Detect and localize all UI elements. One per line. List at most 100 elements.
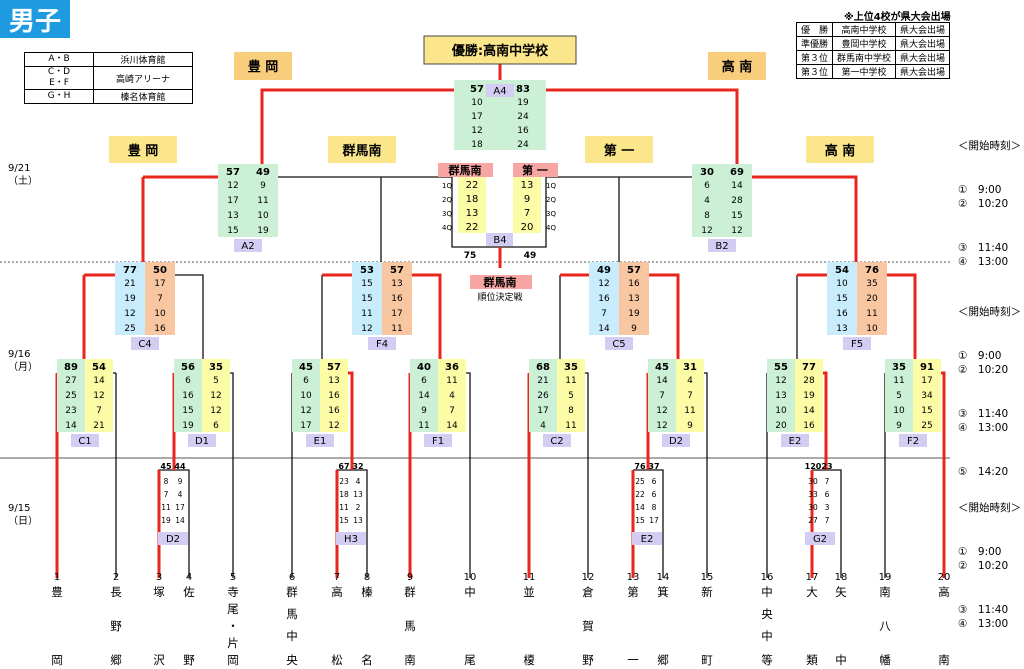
quarter-score-left: 13 bbox=[227, 211, 238, 221]
score-col-right bbox=[85, 359, 113, 432]
match-id-badge bbox=[805, 532, 835, 545]
team-name-char: 賀 bbox=[582, 619, 594, 633]
quarter-score-left: 19 bbox=[182, 421, 194, 431]
quarter-score-right: 7 bbox=[96, 406, 102, 416]
quarter-score-right: 13 bbox=[353, 490, 363, 499]
score-col-right bbox=[202, 359, 230, 432]
score-col-right bbox=[857, 262, 887, 335]
quarter-score-left: 15 bbox=[361, 279, 372, 289]
quarter-score-left: 14 bbox=[656, 376, 668, 386]
third-place-header-left bbox=[438, 163, 493, 177]
team-name-char: 矢 bbox=[835, 585, 847, 599]
quarter-label: 1Q bbox=[442, 182, 452, 190]
third-place-total-right: 49 bbox=[524, 251, 537, 261]
score-col-left bbox=[827, 262, 857, 335]
team-number: 2 bbox=[113, 572, 119, 583]
quarter-score-left: 15 bbox=[227, 226, 238, 236]
quarter-score-left: 15 bbox=[339, 516, 349, 525]
quarter-score-left: 7 bbox=[659, 391, 665, 401]
team-number: 17 bbox=[806, 572, 819, 583]
quarter-score-right: 16 bbox=[628, 279, 640, 289]
score-col-right bbox=[320, 359, 348, 432]
bracket-line bbox=[812, 469, 842, 578]
quarter-score-right: 9 bbox=[178, 477, 183, 486]
team-number: 11 bbox=[523, 572, 536, 583]
quarter-score-right: 19 bbox=[628, 309, 640, 319]
quarter-score-right: 17 bbox=[649, 516, 659, 525]
match-id-badge bbox=[188, 434, 216, 447]
score-total-right: 35 bbox=[209, 362, 223, 373]
quarter-score-right: 6 bbox=[825, 490, 830, 499]
score-col-right bbox=[913, 359, 941, 432]
quarter-score-left: 17 bbox=[227, 196, 238, 206]
quarter-score-right: 6 bbox=[213, 421, 219, 431]
team-name-char: 幡 bbox=[879, 653, 891, 667]
quarter-score-left: 13 bbox=[466, 208, 479, 219]
match-id: E1 bbox=[314, 436, 327, 447]
quarter-score-right: 12 bbox=[328, 421, 339, 431]
team-name-char: 南 bbox=[404, 653, 416, 667]
score-total-right: 83 bbox=[516, 84, 530, 95]
quarter-label: 2Q bbox=[546, 196, 556, 204]
team-name-char: 佐 bbox=[183, 585, 195, 599]
quarter-score-left: 14 bbox=[598, 324, 610, 334]
team-number: 20 bbox=[938, 572, 951, 583]
team-name-char: 中 bbox=[464, 585, 476, 599]
quarter-score-left: 18 bbox=[471, 140, 483, 150]
match-id: C1 bbox=[78, 436, 91, 447]
match-id-badge bbox=[899, 434, 927, 447]
match-id-badge bbox=[605, 337, 633, 350]
match-id: D1 bbox=[195, 436, 209, 447]
score-total-left: 30 bbox=[700, 167, 714, 178]
schedule-title: ＜開始時刻＞ bbox=[958, 140, 1021, 152]
score-col-left bbox=[352, 262, 382, 335]
quarter-score-right: 24 bbox=[517, 140, 529, 150]
third-place-col-left bbox=[458, 177, 486, 233]
quarter-label: 2Q bbox=[442, 196, 452, 204]
quarter-score-right: 28 bbox=[731, 196, 743, 206]
quarter-score-right: 9 bbox=[687, 421, 693, 431]
score-total-left: 45 bbox=[655, 362, 669, 373]
team-number: 18 bbox=[835, 572, 848, 583]
schedule-title: ＜開始時刻＞ bbox=[958, 502, 1021, 514]
team-number: 5 bbox=[230, 572, 236, 583]
score-col-left bbox=[529, 359, 557, 432]
team-number: 8 bbox=[364, 572, 370, 583]
score-col-right bbox=[795, 359, 823, 432]
team-number: 3 bbox=[156, 572, 162, 583]
quarter-score-left: 12 bbox=[656, 421, 667, 431]
team-name-char: 中 bbox=[835, 653, 847, 667]
quarter-score-left: 17 bbox=[537, 406, 548, 416]
team-name-char: 八 bbox=[879, 619, 891, 633]
match-id: C4 bbox=[138, 339, 151, 350]
team-name-char: 豊 bbox=[51, 585, 63, 599]
quarter-score-right: 3 bbox=[825, 503, 830, 512]
quarter-score-left: 23 bbox=[339, 477, 349, 486]
team-number: 19 bbox=[879, 572, 892, 583]
team-name-char: 寺 bbox=[227, 585, 239, 599]
quarter-score-left: 26 bbox=[537, 391, 549, 401]
quarter-score-left: 16 bbox=[182, 391, 194, 401]
quarter-score-left: 19 bbox=[124, 294, 136, 304]
match-id-badge bbox=[131, 337, 159, 350]
quarter-score-left: 21 bbox=[537, 376, 548, 386]
score-col-left bbox=[218, 164, 248, 237]
team-name-char: 名 bbox=[361, 653, 373, 667]
score-total-right: 77 bbox=[802, 362, 816, 373]
score-col-right bbox=[382, 262, 412, 335]
quarter-score-right: 13 bbox=[628, 294, 639, 304]
score-col-right bbox=[619, 262, 649, 335]
results-note: ※上位4校が県大会出場 bbox=[844, 12, 951, 23]
semi-header: 高 南 bbox=[825, 143, 856, 159]
quarter-score-right: 16 bbox=[328, 406, 340, 416]
score-total-left: 89 bbox=[64, 362, 78, 373]
quarter-score-left: 12 bbox=[300, 406, 311, 416]
quarter-score-right: 7 bbox=[449, 406, 455, 416]
quarter-score-right: 28 bbox=[803, 376, 815, 386]
score-col-left bbox=[57, 359, 85, 432]
score-total-left: 76 bbox=[634, 462, 646, 471]
score-col-left bbox=[174, 359, 202, 432]
